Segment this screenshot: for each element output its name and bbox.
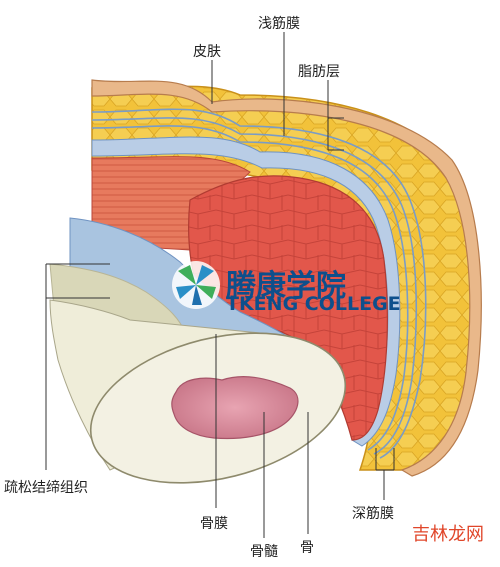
skin-shape — [91, 79, 482, 477]
superficial-fascia-line-3 — [91, 125, 409, 451]
superficial-fascia-line-2 — [91, 117, 418, 455]
corner-watermark: 吉林龙网 — [412, 524, 484, 545]
label-bone-marrow: 骨髓 — [250, 544, 278, 560]
label-superficial-fascia: 浅筋膜 — [258, 15, 300, 32]
label-deep-fascia: 深筋膜 — [352, 505, 394, 522]
superficial-fascia-line-1 — [91, 108, 427, 459]
label-loose-connective-tissue: 疏松结缔组织 — [4, 479, 88, 496]
bone-marrow-shape — [171, 376, 299, 440]
label-fat-layer: 脂肪层 — [298, 64, 340, 80]
label-periosteum: 骨膜 — [200, 516, 228, 532]
label-skin: 皮肤 — [193, 44, 221, 60]
watermark-en: TKENG COLLEGE — [226, 293, 401, 315]
deep-fascia-shape — [91, 136, 401, 447]
label-bone: 骨 — [300, 540, 314, 556]
leader-lines — [45, 32, 395, 538]
watermark-cn: 腾康学院 — [226, 269, 346, 304]
watermark-logo-icon — [172, 261, 220, 309]
